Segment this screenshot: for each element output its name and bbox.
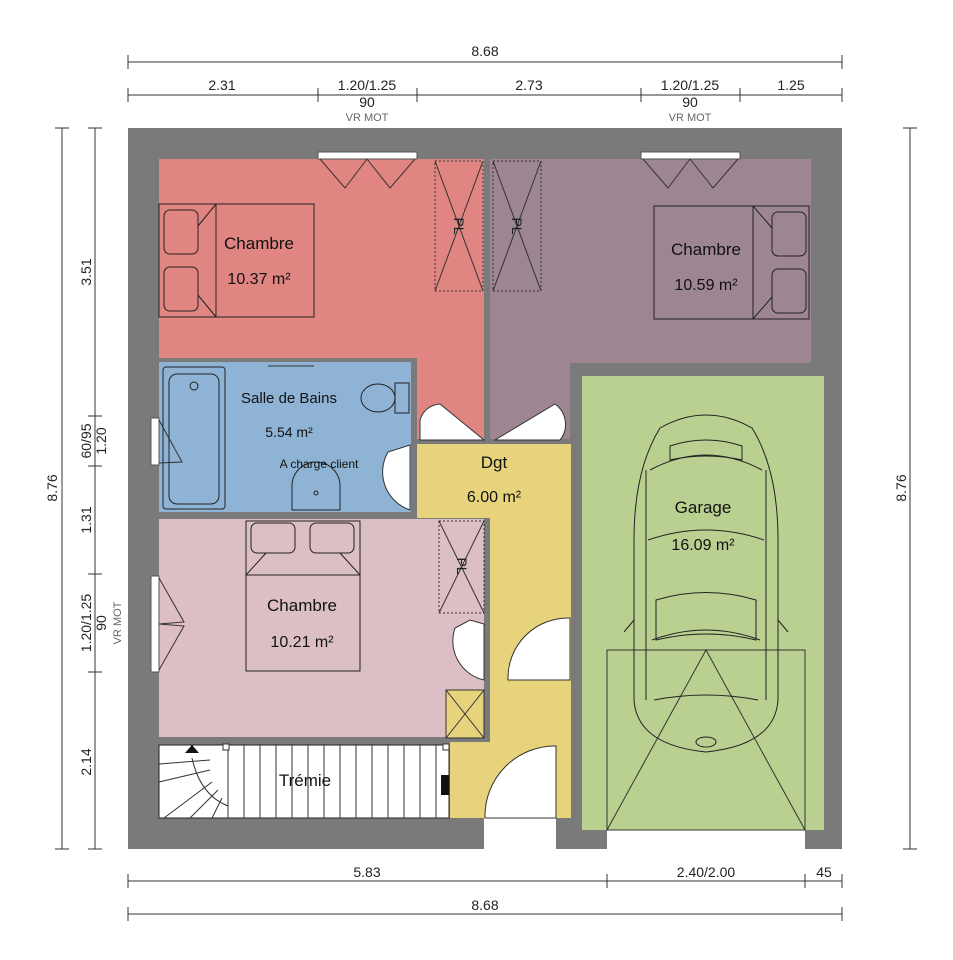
bed-chambre-nw xyxy=(158,203,315,318)
dim-top-seg-4: 1.20/1.25 xyxy=(661,77,720,93)
door-entrance xyxy=(484,745,557,819)
door-chambre-sw xyxy=(452,619,485,681)
dim-left-seg-6: 2.14 xyxy=(78,748,94,775)
garage-area: 16.09 m² xyxy=(671,537,735,554)
room-escalier xyxy=(159,745,449,818)
door-garage xyxy=(507,617,571,681)
door-chambre-nw xyxy=(419,403,486,441)
chambre-nw-name: Chambre xyxy=(224,234,294,253)
bed-chambre-ne xyxy=(653,205,810,320)
dim-right-total: 8.76 xyxy=(893,474,909,501)
dim-top-seg-5: 1.25 xyxy=(777,77,804,93)
chambre-sw-name: Chambre xyxy=(267,596,337,615)
salle-de-bains-note: A charge client xyxy=(280,457,359,471)
closet-pl-2: PL xyxy=(492,160,542,292)
room-garage xyxy=(582,376,824,830)
salle-de-bains-area: 5.54 m² xyxy=(265,424,313,440)
car-icon xyxy=(623,414,789,753)
window-top-2 xyxy=(640,151,741,189)
dim-top-seg-3: 2.73 xyxy=(515,77,542,93)
salle-de-bains-name: Salle de Bains xyxy=(241,390,337,407)
dgt-area: 6.00 m² xyxy=(467,489,522,506)
door-bath xyxy=(382,444,411,511)
dim-left-total: 8.76 xyxy=(44,474,60,501)
dimensions-top: 8.68 2.31 1.20/1.25 2.73 1.20/1.25 1.25 … xyxy=(127,43,843,124)
window-left-type: VR MOT xyxy=(112,601,124,644)
bed-chambre-sw xyxy=(245,520,361,672)
dim-bottom-seg-2: 2.40/2.00 xyxy=(677,864,736,880)
staircase-arrow-icon xyxy=(185,745,199,753)
closet-pl-3-label: PL xyxy=(454,557,470,574)
dim-top-total: 8.68 xyxy=(471,43,498,59)
window-top-1-size: 90 xyxy=(359,94,375,110)
dim-left-seg-1: 3.51 xyxy=(78,258,94,285)
dim-left-seg-3: 60/95 xyxy=(78,423,94,458)
dimensions-left: 8.76 3.51 1.20 60/95 1.31 1.20/1.25 90 V… xyxy=(44,127,124,850)
dim-bottom-seg-1: 5.83 xyxy=(353,864,380,880)
window-top-1-type: VR MOT xyxy=(346,112,389,124)
closet-pl-1-label: PL xyxy=(451,217,467,234)
staircase xyxy=(158,743,450,819)
window-top-1 xyxy=(317,151,418,189)
dim-left-seg-5: 1.20/1.25 xyxy=(78,594,94,653)
dim-bottom-seg-3: 45 xyxy=(816,864,832,880)
garage-name: Garage xyxy=(675,498,732,517)
dgt-name: Dgt xyxy=(481,453,508,472)
chambre-nw-area: 10.37 m² xyxy=(227,271,291,288)
room-chambre-nw xyxy=(159,159,484,358)
door-chambre-ne xyxy=(493,403,566,441)
window-left-bedroom xyxy=(150,575,185,673)
closet-pl-2-label: PL xyxy=(509,217,525,234)
toilet xyxy=(360,382,410,414)
dim-left-seg-4: 1.31 xyxy=(78,506,94,533)
duct-shaft xyxy=(445,689,485,739)
dim-bottom-total: 8.68 xyxy=(471,897,498,913)
garage-door-opening xyxy=(607,830,805,849)
window-left-bath xyxy=(150,417,183,466)
bathtub xyxy=(162,366,226,510)
closet-pl-1: PL xyxy=(434,160,484,292)
dimensions-bottom: 5.83 2.40/2.00 45 8.68 xyxy=(127,864,843,921)
sink xyxy=(291,461,341,511)
dimensions-right: 8.76 xyxy=(893,127,917,850)
dim-top-seg-1: 2.31 xyxy=(208,77,235,93)
window-left-size: 90 xyxy=(93,615,109,631)
parking-zone xyxy=(606,648,806,831)
dim-left-seg-2: 1.20 xyxy=(93,427,109,454)
escalier-name: Trémie xyxy=(279,771,331,790)
window-top-2-type: VR MOT xyxy=(669,112,712,124)
room-chambre-ne xyxy=(490,159,811,363)
chambre-sw-area: 10.21 m² xyxy=(270,634,334,651)
chambre-ne-area: 10.59 m² xyxy=(674,277,738,294)
room-salle-de-bains xyxy=(159,362,411,512)
window-top-2-size: 90 xyxy=(682,94,698,110)
closet-pl-3: PL xyxy=(438,520,485,614)
dim-top-seg-2: 1.20/1.25 xyxy=(338,77,397,93)
room-chambre-sw xyxy=(159,519,484,737)
chambre-ne-name: Chambre xyxy=(671,240,741,259)
entrance-opening xyxy=(484,818,556,849)
room-dgt xyxy=(417,444,571,518)
